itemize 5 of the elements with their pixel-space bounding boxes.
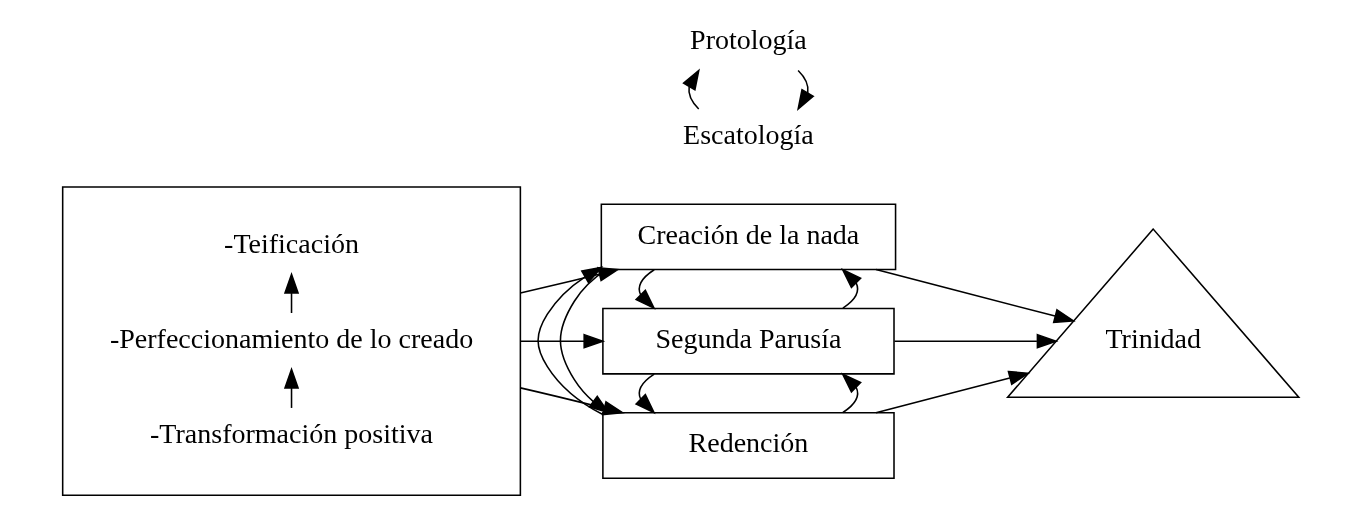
node-text: Protología <box>690 24 807 56</box>
node-text: -Transformación positiva <box>150 417 434 449</box>
node-text: Escatología <box>683 119 814 151</box>
node-text: -Perfeccionamiento de lo creado <box>109 323 474 355</box>
node-text: -Teificación <box>224 228 359 260</box>
